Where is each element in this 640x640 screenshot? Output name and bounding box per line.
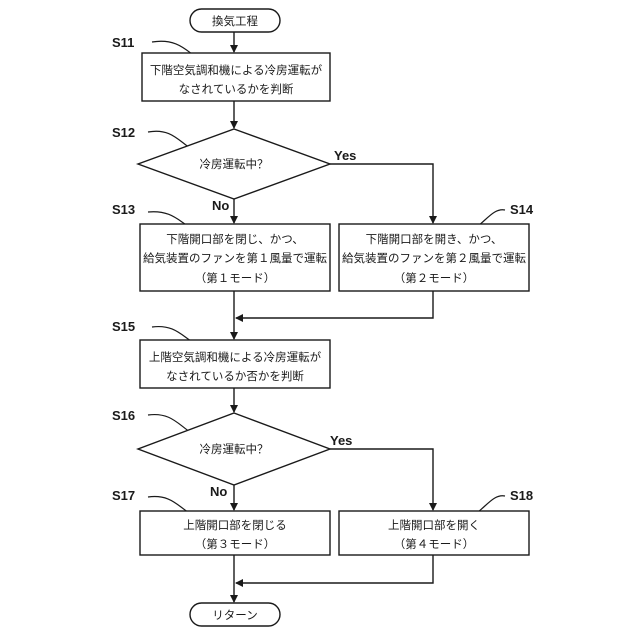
s14-label: S14 [510,202,534,217]
s16-yes-label: Yes [330,433,352,448]
edge-s18-merge [236,555,433,583]
end-text: リターン [212,608,257,622]
s18-leader [478,496,505,512]
step-s16: S16 冷房運転中？ Yes No [112,408,352,499]
start-terminal: 換気工程 [190,9,280,32]
s18-line-2: （第４モード） [394,537,475,551]
s12-leader [148,131,190,148]
s15-line-2: なされているか否かを判断 [166,369,304,383]
s12-question: 冷房運転中？ [200,157,269,171]
s14-line-2: 給気装置のファンを第２風量で運転 [342,251,526,265]
edge-s14-merge [236,291,433,318]
s15-label: S15 [112,319,135,334]
edge-s12-yes [330,164,433,223]
edge-s16-yes [330,449,433,510]
s13-line-2: 給気装置のファンを第１風量で運転 [143,251,327,265]
s16-leader [148,415,190,432]
s13-line-3: （第１モード） [195,271,276,285]
step-s11: S11 下階空気調和機による冷房運転が なされているかを判断 [112,35,330,101]
s16-no-label: No [210,484,227,499]
s11-line-1: 下階空気調和機による冷房運転が [150,63,323,77]
s16-question: 冷房運転中？ [200,442,269,456]
s12-label: S12 [112,125,135,140]
s18-label: S18 [510,488,533,503]
step-s13: S13 下階開口部を閉じ、かつ、 給気装置のファンを第１風量で運転 （第１モード… [112,202,330,291]
s16-label: S16 [112,408,135,423]
s17-leader [148,497,188,512]
s12-yes-label: Yes [334,148,356,163]
s14-line-1: 下階開口部を開き、かつ、 [366,232,503,246]
s11-line-2: なされているかを判断 [179,82,294,96]
end-terminal: リターン [190,603,280,626]
s17-label: S17 [112,488,135,503]
s17-line-1: 上階開口部を閉じる [183,518,287,532]
s14-line-3: （第２モード） [394,271,475,285]
start-text: 換気工程 [212,14,258,28]
s18-line-1: 上階開口部を開く [388,518,480,532]
step-s14: S14 下階開口部を開き、かつ、 給気装置のファンを第２風量で運転 （第２モード… [339,202,534,291]
s17-line-2: （第３モード） [195,537,276,551]
s15-line-1: 上階空気調和機による冷房運転が [149,350,322,364]
s13-line-1: 下階開口部を閉じ、かつ、 [166,232,304,246]
step-s15: S15 上階空気調和機による冷房運転が なされているか否かを判断 [112,319,330,388]
s12-no-label: No [212,198,229,213]
s13-label: S13 [112,202,135,217]
s11-label: S11 [112,35,134,50]
step-s18: S18 上階開口部を開く （第４モード） [339,488,533,555]
